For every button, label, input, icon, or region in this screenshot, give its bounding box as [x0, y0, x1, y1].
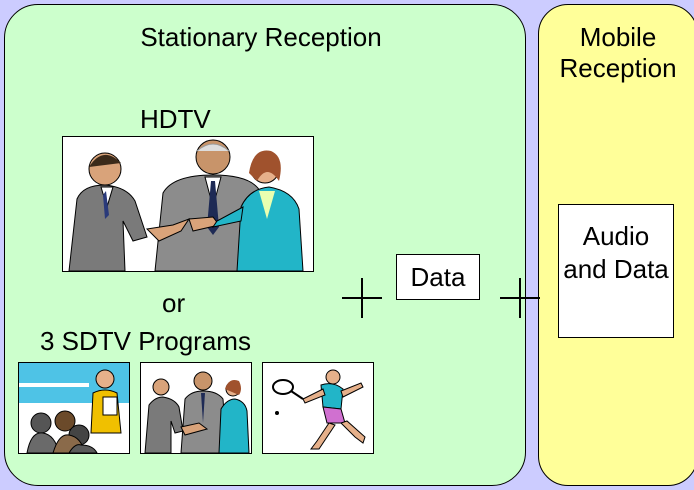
sdtv-handshake-image [140, 362, 252, 454]
hdtv-handshake-image [62, 136, 314, 272]
or-label: or [162, 288, 186, 318]
plus-symbol-right [500, 278, 540, 318]
hdtv-label: HDTV [140, 104, 211, 134]
sdtv-programs-label: 3 SDTV Programs [40, 326, 251, 356]
audio-and-data-box: Audio and Data [558, 204, 674, 338]
sdtv-tennis-image [262, 362, 374, 454]
mobile-reception-title: Mobile Reception [559, 22, 677, 83]
stationary-reception-title: Stationary Reception [140, 22, 382, 52]
plus-symbol-left [342, 278, 382, 318]
sdtv-meeting-image [18, 362, 130, 454]
data-box: Data [396, 254, 480, 300]
